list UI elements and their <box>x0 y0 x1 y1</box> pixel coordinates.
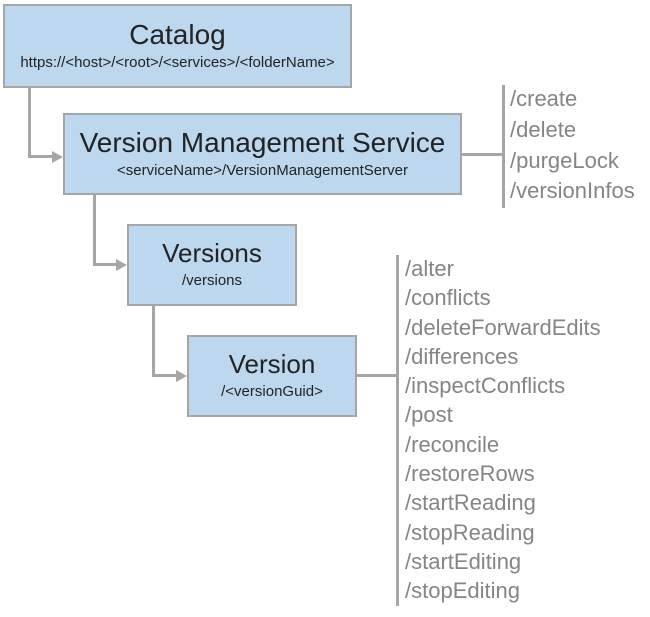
connector-vms-operations <box>461 153 503 156</box>
connector-version-operations <box>356 374 397 377</box>
operation-item: /restoreRows <box>405 461 535 487</box>
operation-item: /conflicts <box>405 285 491 311</box>
node-vms-path: <serviceName>/VersionManagementServer <box>117 162 408 180</box>
operation-item: /versionInfos <box>510 178 635 204</box>
operation-item: /delete <box>510 116 577 142</box>
operation-item: /post <box>405 402 453 428</box>
node-version-management-service: Version Management Service <serviceName>… <box>63 113 462 195</box>
operation-item: /create <box>510 86 578 111</box>
operation-item: /purgeLock <box>510 147 619 173</box>
node-versions-title: Versions <box>162 238 262 269</box>
arrowhead-icon <box>116 259 127 271</box>
connector-vms-versions-horizontal <box>93 263 118 266</box>
arrowhead-icon <box>52 151 63 163</box>
operation-item: /startEditing <box>405 548 522 574</box>
operation-item: /inspectConflicts <box>405 373 566 399</box>
node-versions: Versions /versions <box>127 224 297 306</box>
operations-bracket-bar <box>502 85 505 208</box>
node-version-title: Version <box>228 349 316 380</box>
operation-item: /startReading <box>405 490 536 516</box>
operation-item: /reconcile <box>405 431 500 457</box>
operations-bracket-bar <box>396 255 399 606</box>
connector-catalog-vms-vertical <box>28 87 31 158</box>
node-version-path: /<versionGuid> <box>221 383 323 401</box>
node-vms-title: Version Management Service <box>79 127 446 159</box>
node-catalog-url: https://<host>/<root>/<services>/<folder… <box>20 54 335 72</box>
arrowhead-icon <box>176 370 187 382</box>
connector-versions-version-vertical <box>152 305 155 376</box>
node-versions-path: /versions <box>181 272 243 290</box>
node-catalog-title: Catalog <box>129 19 226 51</box>
connector-vms-versions-vertical <box>93 194 96 266</box>
vms-operations-list: /create/delete/purgeLock/versionInfos <box>510 84 635 207</box>
operation-item: /stopReading <box>405 519 535 545</box>
operation-item: /stopEditing <box>405 578 520 604</box>
operation-item: /alter <box>405 256 454 281</box>
operation-item: /deleteForwardEdits <box>405 314 601 340</box>
operation-item: /differences <box>405 343 519 369</box>
connector-catalog-vms-horizontal <box>28 155 54 158</box>
node-version: Version /<versionGuid> <box>187 335 357 417</box>
version-operations-list: /alter/conflicts/deleteForwardEdits/diff… <box>405 254 601 606</box>
connector-versions-version-horizontal <box>152 374 178 377</box>
node-catalog: Catalog https://<host>/<root>/<services>… <box>3 4 352 88</box>
